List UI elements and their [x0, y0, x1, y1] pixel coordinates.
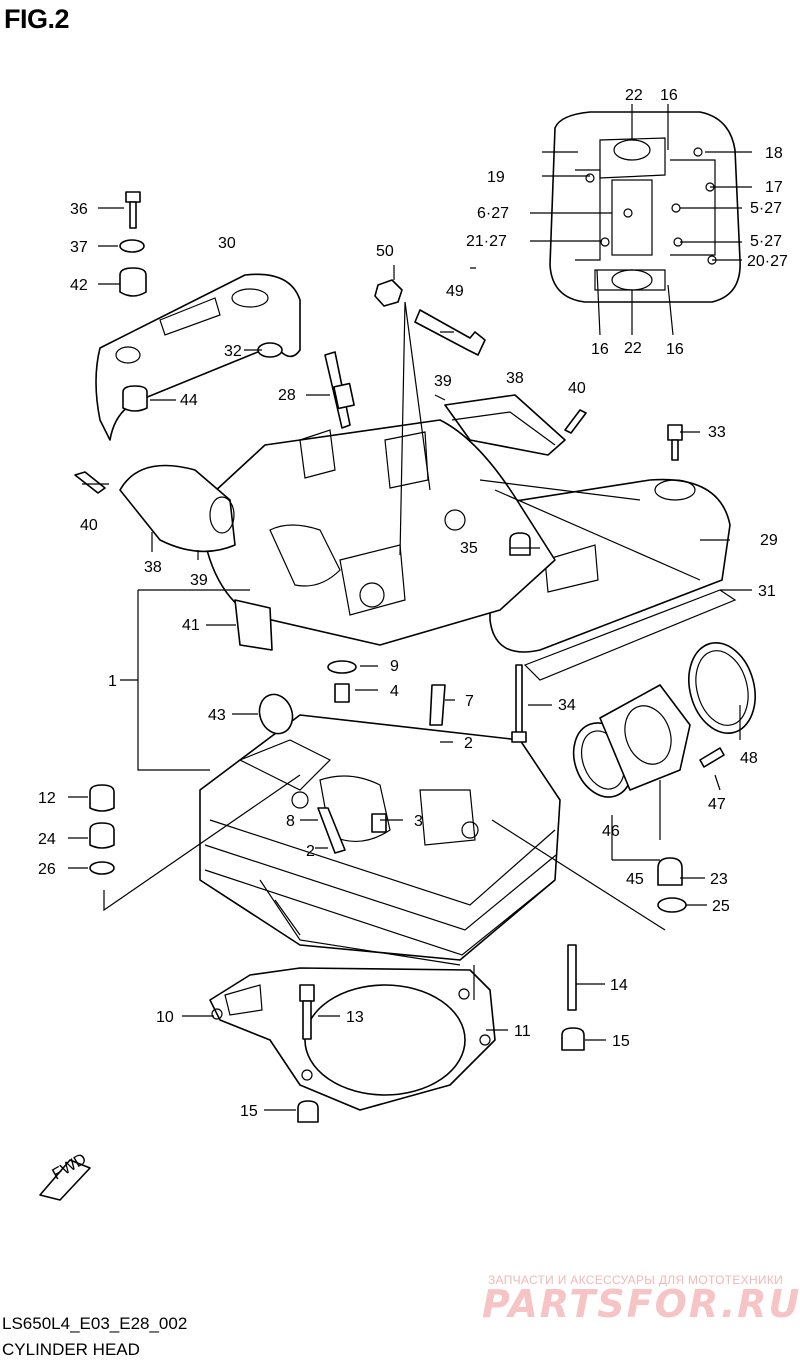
callout-34: 34: [558, 697, 576, 714]
callout-6-27: 6·27: [477, 205, 509, 222]
callout-39-left: 39: [190, 572, 208, 589]
callout-17: 17: [765, 179, 783, 196]
callout-39-top: 39: [434, 373, 452, 390]
model-code: LS650L4_E03_E28_002: [2, 1314, 188, 1333]
callout-22-top: 22: [625, 87, 643, 104]
callout-25: 25: [712, 898, 730, 915]
callout-5-27-b: 5·27: [750, 233, 782, 250]
spark-plug: [324, 351, 355, 429]
cam-end-caps: [119, 394, 566, 553]
callout-40-left: 40: [80, 517, 98, 534]
callout-11: 11: [514, 1023, 531, 1040]
cam-housing: [199, 419, 556, 646]
callout-19: 19: [487, 169, 505, 186]
callout-16-bottom-right: 16: [666, 341, 684, 358]
callout-2-bottom: 2: [306, 843, 315, 860]
callout-31: 31: [758, 583, 776, 600]
callout-8: 8: [286, 813, 295, 830]
callout-13: 13: [346, 1009, 364, 1026]
callout-24: 24: [38, 831, 56, 848]
callout-37: 37: [70, 239, 88, 256]
callout-26: 26: [38, 861, 56, 878]
callout-20-27: 20·27: [747, 253, 788, 270]
callout-10: 10: [156, 1009, 174, 1026]
callout-12: 12: [38, 790, 56, 807]
callout-45: 45: [626, 871, 644, 888]
intake-pipe: [572, 642, 756, 798]
callout-16-top: 16: [660, 87, 678, 104]
callout-43: 43: [208, 707, 226, 724]
callout-40-top: 40: [568, 380, 586, 397]
cylinder-head-top-view: [549, 111, 741, 303]
callout-2-top: 2: [464, 735, 473, 752]
callout-42: 42: [70, 277, 88, 294]
cylinder-head-body: [199, 714, 561, 966]
watermark-brand: PARTSFOR.RU: [482, 1282, 800, 1326]
callout-35: 35: [460, 540, 478, 557]
callout-49: 49: [446, 283, 464, 300]
callout-15-right: 15: [612, 1033, 630, 1050]
callout-18: 18: [765, 145, 783, 162]
callout-50: 50: [376, 243, 394, 260]
watermark-tagline: ЗАПЧАСТИ И АКСЕССУАРЫ ДЛЯ МОТОТЕХНИКИ: [488, 1273, 784, 1287]
cylinder-head-gasket: [209, 967, 496, 1111]
figure-caption: CYLINDER HEAD: [2, 1340, 140, 1359]
figure-title: FIG.2: [4, 4, 70, 34]
callout-32: 32: [224, 343, 242, 360]
callout-5-27-a: 5·27: [750, 200, 782, 217]
callout-36: 36: [70, 201, 88, 218]
callout-22-bottom: 22: [624, 340, 642, 357]
callout-38-top: 38: [506, 370, 524, 387]
callout-21-27: 21·27: [466, 233, 507, 250]
callout-3: 3: [414, 813, 423, 830]
cylinder-head-side-cover-right: [489, 478, 737, 681]
callout-30: 30: [218, 235, 236, 252]
callout-28: 28: [278, 387, 296, 404]
callout-47: 47: [708, 796, 726, 813]
callout-44: 44: [180, 392, 198, 409]
callout-23: 23: [710, 871, 728, 888]
callout-41: 41: [182, 617, 200, 634]
callout-7: 7: [465, 693, 474, 710]
callout-1: 1: [108, 673, 117, 690]
leader-lines: [68, 104, 752, 1111]
callout-46: 46: [602, 823, 620, 840]
fasteners: [39, 191, 725, 1201]
callout-15-left: 15: [240, 1103, 258, 1120]
callout-9: 9: [390, 658, 399, 675]
callout-29: 29: [760, 532, 778, 549]
callout-38-left: 38: [144, 559, 162, 576]
callout-16-bottom-left: 16: [591, 341, 609, 358]
callout-4: 4: [390, 683, 399, 700]
callout-48: 48: [740, 750, 758, 767]
callout-33: 33: [708, 424, 726, 441]
callout-14: 14: [610, 977, 628, 994]
